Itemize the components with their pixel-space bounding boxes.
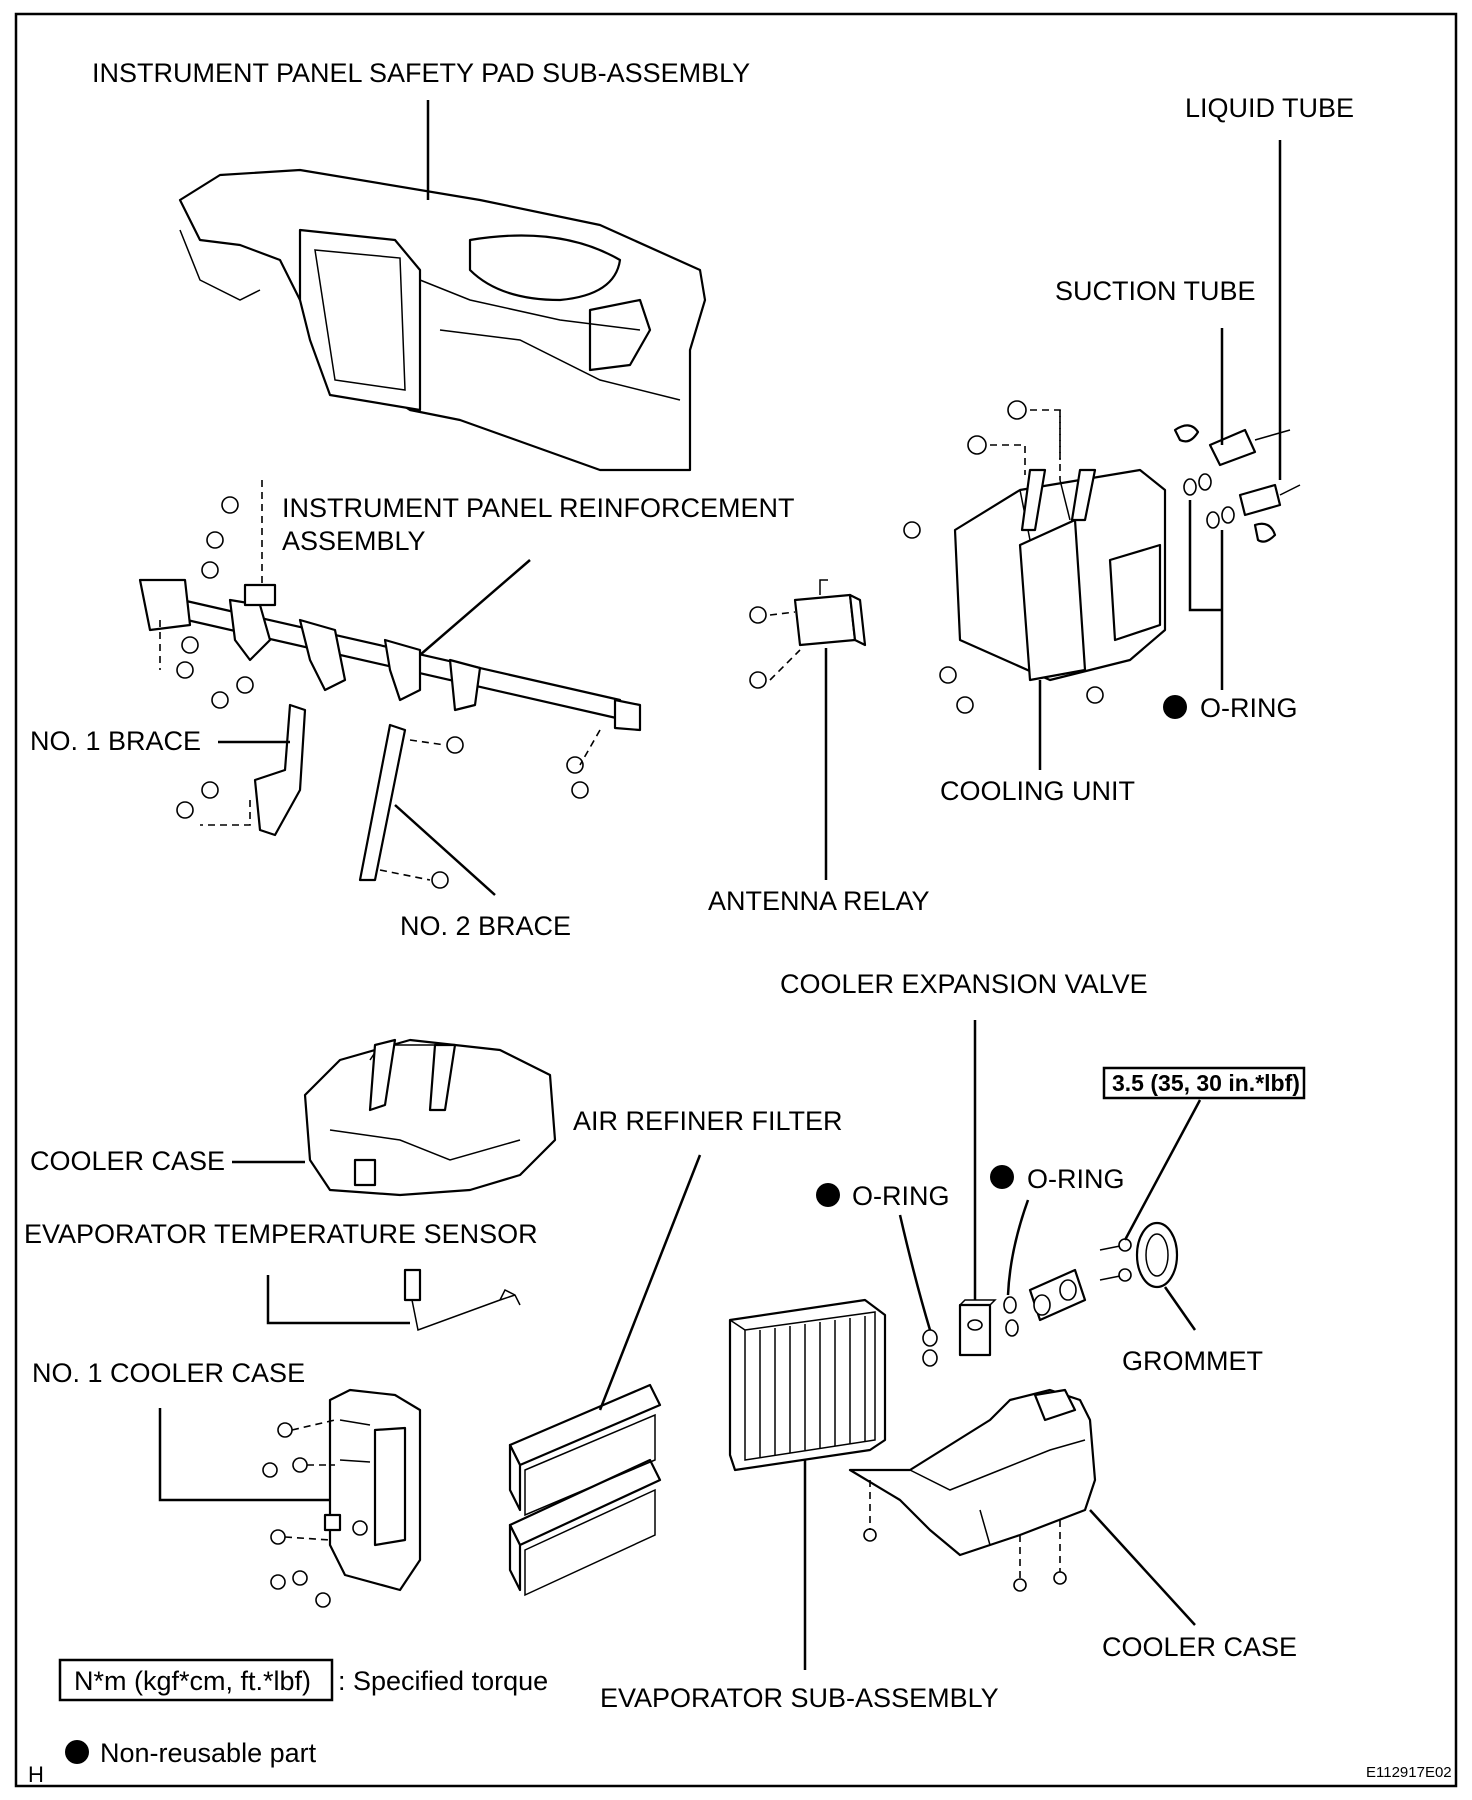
air-refiner-filter-drawing: [508, 1383, 662, 1597]
reinforcement-drawing: [138, 578, 642, 732]
cooler-case-lower-drawing: [848, 1388, 1097, 1592]
non-reusable-dot-mid-left: [816, 1183, 840, 1207]
torque-spec-box: [1102, 1066, 1306, 1100]
o-ring-right-1: [1003, 1296, 1017, 1314]
o-ring-right-2: [1005, 1319, 1019, 1337]
corner-letter: H: [28, 1762, 44, 1787]
label-o-ring-top: O-RING: [1200, 693, 1298, 723]
label-reinforcement-line2: ASSEMBLY: [282, 526, 426, 556]
leader-air-refiner-filter: [598, 1154, 702, 1411]
legend-torque-box: [58, 1658, 334, 1702]
label-cooler-case-lower: COOLER CASE: [1102, 1632, 1297, 1662]
label-no1-cooler-case: NO. 1 COOLER CASE: [32, 1358, 305, 1388]
non-reusable-dot-top: [1163, 695, 1187, 719]
label-evap-temp-sensor: EVAPORATOR TEMPERATURE SENSOR: [24, 1219, 538, 1249]
label-liquid-tube: LIQUID TUBE: [1185, 93, 1354, 123]
label-evaporator: EVAPORATOR SUB-ASSEMBLY: [600, 1683, 999, 1713]
no2-brace-drawing: [358, 723, 464, 889]
label-o-ring-mid-left: O-RING: [852, 1181, 950, 1211]
legend-torque-units: N*m (kgf*cm, ft.*lbf): [74, 1666, 311, 1696]
label-no1-brace: NO. 1 BRACE: [30, 726, 201, 756]
o-ring-left-2: [922, 1349, 938, 1367]
leader-o-ring-mid-left: [898, 1214, 932, 1331]
leader-no1-cooler-case: [158, 1408, 330, 1502]
evaporator-drawing: [728, 1298, 887, 1472]
expansion-valve-drawing: [958, 1299, 997, 1357]
legend-non-reusable-text: Non-reusable part: [100, 1738, 317, 1768]
leader-cooler-case-lower: [1089, 1509, 1196, 1626]
label-cooler-case-upper: COOLER CASE: [30, 1146, 225, 1176]
non-reusable-dot-mid-right: [990, 1165, 1014, 1189]
safety-pad-drawing: [178, 168, 707, 472]
leader-reinforcement: [419, 559, 531, 656]
label-cooling-unit: COOLING UNIT: [940, 776, 1135, 806]
label-safety-pad: INSTRUMENT PANEL SAFETY PAD SUB-ASSEMBLY: [92, 58, 750, 88]
label-suction-tube: SUCTION TUBE: [1055, 276, 1256, 306]
no1-cooler-case-drawing: [262, 1388, 422, 1608]
leader-o-ring-top: [1188, 500, 1224, 690]
legend-non-reusable-dot: [65, 1740, 89, 1764]
leader-torque: [1123, 1099, 1202, 1241]
antenna-relay-drawing: [749, 579, 867, 689]
label-expansion-valve: COOLER EXPANSION VALVE: [780, 969, 1148, 999]
figure-code: E112917E02: [1366, 1764, 1452, 1781]
cooling-unit-drawing: [903, 400, 1167, 714]
torque-spec-value: 3.5 (35, 30 in.*lbf): [1112, 1070, 1300, 1096]
label-reinforcement-line1: INSTRUMENT PANEL REINFORCEMENT: [282, 493, 795, 523]
label-no2-brace: NO. 2 BRACE: [400, 911, 571, 941]
tubes-drawing: [1173, 424, 1301, 543]
grommet-drawing: [1135, 1221, 1179, 1289]
no1-brace-drawing: [176, 703, 307, 837]
diagram-frame: [14, 12, 1458, 1788]
leader-grommet: [1163, 1286, 1197, 1331]
reinforcement-fasteners: [159, 480, 601, 799]
label-grommet: GROMMET: [1122, 1346, 1263, 1376]
label-antenna-relay: ANTENNA RELAY: [708, 886, 930, 916]
leader-evap-temp-sensor: [266, 1275, 410, 1325]
valve-bracket-drawing: [1028, 1238, 1132, 1322]
leader-no2-brace: [394, 804, 496, 896]
label-air-refiner-filter: AIR REFINER FILTER: [573, 1106, 843, 1136]
leader-o-ring-mid-right: [1006, 1199, 1030, 1296]
label-o-ring-mid-right: O-RING: [1027, 1164, 1125, 1194]
evap-temp-sensor-drawing: [403, 1268, 521, 1332]
cooler-case-upper-drawing: [303, 1038, 557, 1197]
legend-torque-description: : Specified torque: [338, 1666, 548, 1696]
o-ring-left-1: [922, 1329, 938, 1347]
